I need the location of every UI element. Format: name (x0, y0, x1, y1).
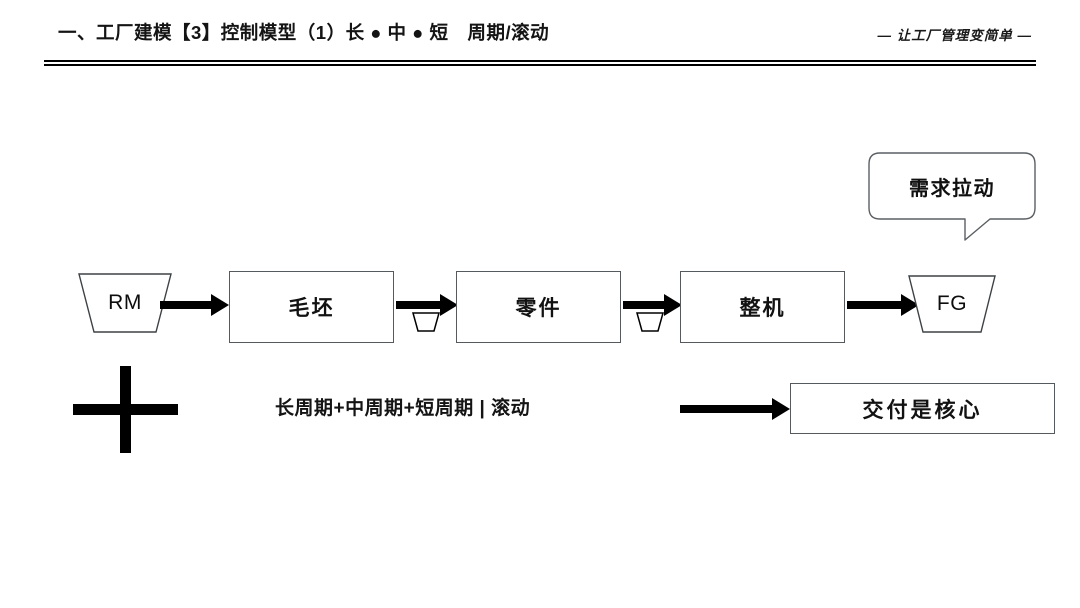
divider-line-bottom (44, 64, 1036, 66)
finished-goods-store[interactable]: FG (908, 275, 996, 333)
divider-line-top (44, 60, 1036, 62)
callout-label: 需求拉动 (909, 177, 995, 200)
arrow-shaft (623, 301, 664, 309)
demand-pull-callout[interactable]: 需求拉动 (868, 152, 1036, 244)
arrow-head (211, 294, 229, 316)
process-box-3[interactable]: 整机 (680, 271, 845, 343)
process-box-3-label: 整机 (739, 297, 786, 320)
process-box-2-label: 零件 (515, 297, 562, 320)
trapezoid-shape (908, 275, 996, 333)
arrow-shaft (847, 301, 901, 309)
arrow-head (440, 294, 458, 316)
buffer-icon-2 (636, 312, 664, 332)
page-title: 一、工厂建模【3】控制模型（1）长 ● 中 ● 短 周期/滚动 (58, 22, 550, 43)
plus-symbol (73, 366, 178, 453)
cycle-caption: 长周期+中周期+短周期 | 滚动 (275, 398, 531, 419)
raw-material-store[interactable]: RM (78, 273, 172, 333)
arrow-shaft (160, 301, 211, 309)
core-delivery-box-label: 交付是核心 (862, 398, 983, 422)
buffer-icon-1 (412, 312, 440, 332)
core-delivery-box[interactable]: 交付是核心 (790, 383, 1055, 434)
trapezoid-shape (78, 273, 172, 333)
header-divider (44, 60, 1036, 66)
callout-bubble-shape (868, 152, 1036, 241)
arrow-shaft (680, 405, 772, 413)
process-box-2[interactable]: 零件 (456, 271, 621, 343)
arrow-head (772, 398, 790, 420)
plus-vertical-bar (120, 366, 131, 453)
header-tagline: — 让工厂管理变简单 — (877, 28, 1032, 43)
finished-goods-store-label: FG (936, 292, 968, 315)
process-box-1-label: 毛坯 (288, 297, 335, 320)
arrow-head (664, 294, 682, 316)
raw-material-store-label: RM (108, 291, 142, 314)
arrow-shaft (396, 301, 440, 309)
process-box-1[interactable]: 毛坯 (229, 271, 394, 343)
